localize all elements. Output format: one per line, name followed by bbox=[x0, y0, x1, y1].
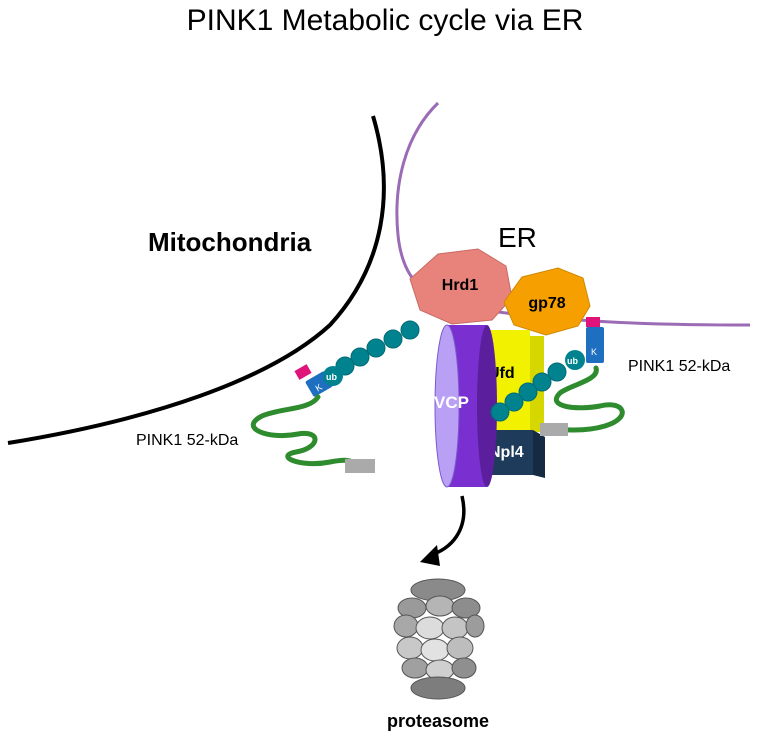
pink1-tail-left bbox=[345, 459, 375, 473]
pink1-chain-left bbox=[251, 394, 361, 467]
proteasome-label: proteasome bbox=[387, 711, 489, 731]
pink1-left: K ub bbox=[251, 364, 375, 473]
ub-label-right: ub bbox=[567, 356, 578, 366]
vcp-cylinder-back bbox=[477, 325, 497, 487]
pink1-label-right: PINK1 52-kDa bbox=[628, 358, 730, 375]
gp78-label: gp78 bbox=[528, 295, 565, 312]
k-label-right: K bbox=[591, 347, 597, 357]
pink1-tail-right bbox=[540, 423, 568, 436]
vcp-label: VCP bbox=[434, 393, 469, 412]
hrd1-label: Hrd1 bbox=[442, 277, 479, 294]
npl4-label: Npl4 bbox=[489, 444, 524, 461]
npl4-box-side bbox=[533, 430, 545, 478]
magenta-tag-left bbox=[294, 364, 312, 380]
proteasome-icon bbox=[393, 578, 485, 700]
vcp-cylinder-face bbox=[434, 324, 460, 488]
degradation-arrow-head bbox=[420, 545, 440, 566]
pink1-chain-right bbox=[547, 365, 625, 433]
degradation-arrow bbox=[429, 495, 466, 557]
mitochondria-label: Mitochondria bbox=[148, 227, 312, 257]
diagram-title: PINK1 Metabolic cycle via ER bbox=[187, 4, 584, 37]
ubiquitin-chain-vcp bbox=[335, 320, 420, 376]
ubiquitin-chain-right bbox=[490, 362, 567, 422]
hrd1-octagon bbox=[409, 248, 513, 325]
k-box-right bbox=[586, 327, 604, 363]
ub-label-left: ub bbox=[326, 372, 337, 382]
mitochondria-membrane bbox=[7, 115, 386, 445]
gp78-octagon bbox=[503, 267, 591, 336]
magenta-tag-right bbox=[586, 317, 600, 327]
pink1-label-left: PINK1 52-kDa bbox=[136, 432, 238, 449]
ub-ball-left bbox=[323, 366, 343, 386]
ub-ball-right bbox=[565, 350, 585, 370]
k-label-left: K bbox=[314, 382, 324, 394]
er-label: ER bbox=[498, 222, 537, 253]
pink1-right: K ub bbox=[540, 317, 625, 436]
